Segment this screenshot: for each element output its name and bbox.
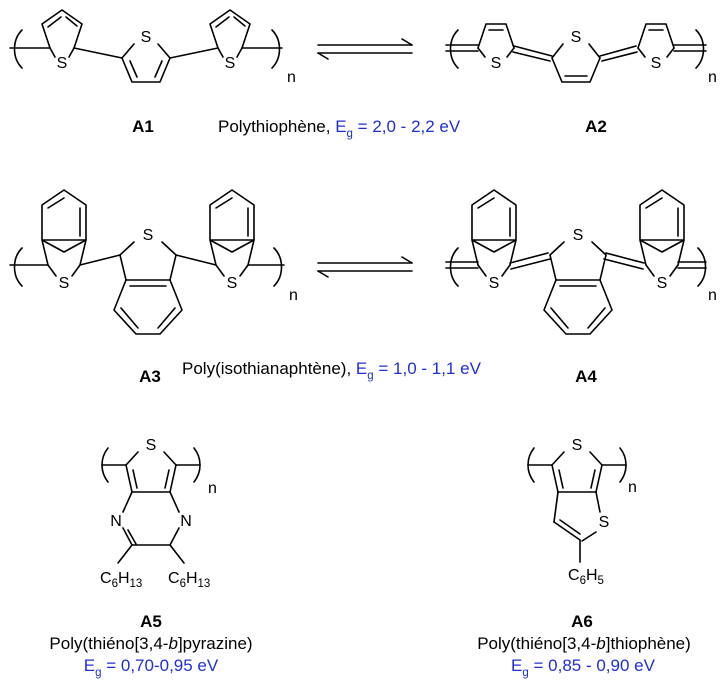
atom-s: S bbox=[225, 55, 236, 72]
bracket-right-a5 bbox=[193, 447, 201, 483]
bracket-left-a1 bbox=[13, 29, 23, 69]
repeat-n: n bbox=[208, 480, 217, 497]
bracket-right-a4 bbox=[697, 247, 707, 287]
structure-a2: S S S n bbox=[445, 23, 717, 86]
structure-a6: S S C6H5 n bbox=[527, 437, 637, 587]
equilibrium-arrows-1 bbox=[317, 38, 413, 60]
atom-s: S bbox=[651, 55, 662, 72]
label-a6: A6 bbox=[571, 612, 593, 631]
label-a1: A1 bbox=[132, 117, 154, 136]
atom-s: S bbox=[573, 227, 584, 244]
label-a4: A4 bbox=[575, 367, 597, 386]
equilibrium-arrows-2 bbox=[317, 256, 413, 278]
substituent-hexyl-right: C6H13 bbox=[168, 570, 210, 590]
atom-s: S bbox=[227, 275, 238, 292]
bracket-left-a4 bbox=[449, 247, 459, 287]
caption-a5-eg: Eg = 0,70-0,95 eV bbox=[84, 656, 219, 679]
caption-polyisothianaphtene: Poly(isothianaphtène), Eg = 1,0 - 1,1 eV bbox=[182, 359, 482, 382]
substituent-phenyl: C6H5 bbox=[568, 567, 604, 587]
ring-1-a1 bbox=[41, 9, 83, 49]
atom-s: S bbox=[141, 29, 152, 46]
caption-a5-name: Poly(thiéno[3,4-b]pyrazine) bbox=[49, 634, 252, 653]
atom-s: S bbox=[599, 514, 610, 531]
atom-s: S bbox=[57, 55, 68, 72]
repeat-n: n bbox=[708, 287, 717, 304]
bracket-left-a2 bbox=[449, 29, 459, 69]
bracket-right-a3 bbox=[273, 247, 283, 287]
atom-s: S bbox=[59, 275, 70, 292]
substituent-hexyl-left: C6H13 bbox=[100, 570, 142, 590]
atom-n: N bbox=[110, 513, 122, 530]
label-a3: A3 bbox=[139, 367, 161, 386]
atom-s: S bbox=[143, 227, 154, 244]
label-a2: A2 bbox=[585, 117, 607, 136]
caption-a6-eg: Eg = 0,85 - 0,90 eV bbox=[511, 656, 656, 679]
caption-polythiophene: Polythiophène, Eg = 2,0 - 2,2 eV bbox=[218, 117, 461, 140]
atom-s: S bbox=[657, 275, 668, 292]
repeat-n: n bbox=[289, 287, 298, 304]
structure-a5: S N N C6H13 C6H13 n bbox=[100, 437, 217, 590]
bracket-right-a2 bbox=[695, 29, 705, 69]
structure-a1: S S S n bbox=[9, 9, 296, 86]
structure-a4: S S S n bbox=[445, 189, 717, 335]
bracket-right-a1 bbox=[271, 29, 281, 69]
atom-s: S bbox=[491, 55, 502, 72]
atom-s: S bbox=[572, 437, 583, 454]
atom-s: S bbox=[146, 437, 157, 454]
label-a5: A5 bbox=[140, 612, 162, 631]
atom-n: N bbox=[180, 513, 192, 530]
bracket-left-a3 bbox=[13, 247, 23, 287]
structure-a3: S S S n bbox=[9, 189, 298, 335]
caption-a6-name: Poly(thiéno[3,4-b]thiophène) bbox=[477, 634, 691, 653]
repeat-n: n bbox=[628, 479, 637, 496]
repeat-n: n bbox=[708, 69, 717, 86]
bracket-right-a6 bbox=[619, 447, 627, 483]
atom-s: S bbox=[571, 29, 582, 46]
ring-3-a1 bbox=[209, 9, 251, 49]
ring-2-a1 bbox=[121, 57, 171, 83]
repeat-n: n bbox=[287, 69, 296, 86]
atom-s: S bbox=[489, 275, 500, 292]
